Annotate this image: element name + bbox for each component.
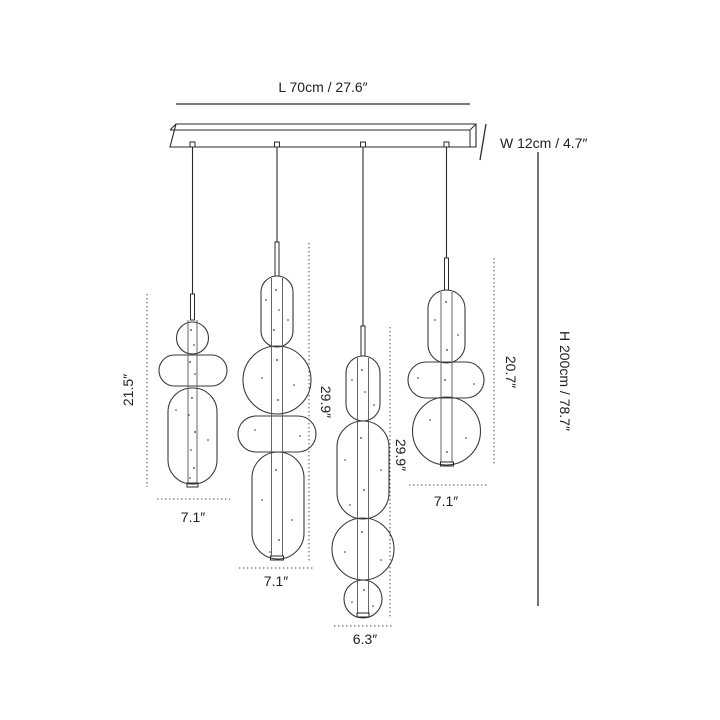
- width-label: W 12cm / 4.7″: [500, 135, 587, 151]
- pendant-1-height-label: 21.5″: [120, 374, 136, 406]
- pendant-2-width-label: 7.1″: [264, 573, 288, 589]
- pendant-4: 20.7″ 7.1″: [407, 141, 519, 509]
- pendant-4-width-label: 7.1″: [434, 493, 458, 509]
- pendant-3: 29.9″ 6.3″: [331, 141, 409, 647]
- pendant-4-height-label: 20.7″: [503, 356, 519, 388]
- canopy-bar: [169, 123, 477, 148]
- pendant-3-width-label: 6.3″: [353, 631, 377, 647]
- pendant-4-speckles: [417, 301, 475, 453]
- pendant-2: 29.9″ 7.1″: [237, 141, 334, 589]
- pendant-3-height-label: 29.9″: [393, 439, 409, 471]
- pendant-2-height-label: 29.9″: [318, 386, 334, 418]
- width-dimension-line: [479, 123, 487, 161]
- pendant-3-speckles: [344, 369, 382, 607]
- length-label: L 70cm / 27.6″: [278, 79, 367, 95]
- pendant-1: 21.5″ 7.1″: [120, 141, 230, 525]
- pendant-1-width-label: 7.1″: [181, 509, 205, 525]
- pendant-2-speckles: [254, 289, 301, 553]
- height-label: H 200cm / 78.7″: [557, 331, 573, 431]
- pendant-1-speckles: [175, 329, 209, 479]
